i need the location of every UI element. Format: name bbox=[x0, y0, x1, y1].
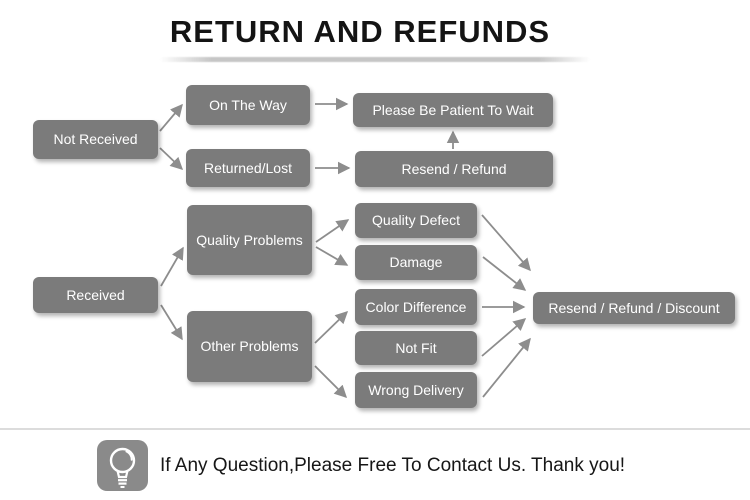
flow-node-quality-problems: Quality Problems bbox=[187, 205, 312, 275]
footer-message: If Any Question,Please Free To Contact U… bbox=[160, 454, 626, 476]
arrow-defect-discount bbox=[481, 214, 531, 272]
flow-node-on-the-way: On The Way bbox=[186, 85, 310, 125]
lightbulb-badge bbox=[97, 440, 148, 491]
lightbulb-icon bbox=[109, 447, 136, 488]
flow-node-not-fit: Not Fit bbox=[355, 331, 477, 365]
flow-node-not-received: Not Received bbox=[33, 120, 158, 159]
arrow-notreceived-ontheway bbox=[159, 103, 183, 132]
arrow-received-other bbox=[160, 304, 183, 341]
arrow-damage-discount bbox=[482, 256, 527, 291]
flow-node-please-be-patient: Please Be Patient To Wait bbox=[353, 93, 553, 127]
flow-node-resend-refund: Resend / Refund bbox=[355, 151, 553, 187]
arrow-other-colordiff bbox=[314, 310, 349, 344]
arrow-notreceived-returnedlost bbox=[159, 147, 184, 170]
flow-node-damage: Damage bbox=[355, 245, 477, 280]
title-divider bbox=[160, 57, 590, 62]
arrow-quality-defect bbox=[315, 219, 350, 243]
arrow-wrongdelivery-discount bbox=[482, 337, 531, 398]
arrow-received-quality bbox=[160, 246, 184, 287]
footer-divider bbox=[0, 428, 750, 430]
flow-node-wrong-delivery: Wrong Delivery bbox=[355, 372, 477, 408]
page-title: RETURN AND REFUNDS bbox=[169, 14, 551, 49]
arrow-quality-damage bbox=[315, 246, 349, 266]
flow-node-received: Received bbox=[33, 277, 158, 313]
flow-node-resend-refund-discount: Resend / Refund / Discount bbox=[533, 292, 735, 324]
flow-node-quality-defect: Quality Defect bbox=[355, 203, 477, 238]
arrow-other-wrongdelivery bbox=[314, 365, 348, 399]
flow-node-other-problems: Other Problems bbox=[187, 311, 312, 382]
flow-node-color-difference: Color Difference bbox=[355, 289, 477, 325]
flow-node-returned-lost: Returned/Lost bbox=[186, 149, 310, 187]
arrow-notfit-discount bbox=[481, 318, 527, 357]
